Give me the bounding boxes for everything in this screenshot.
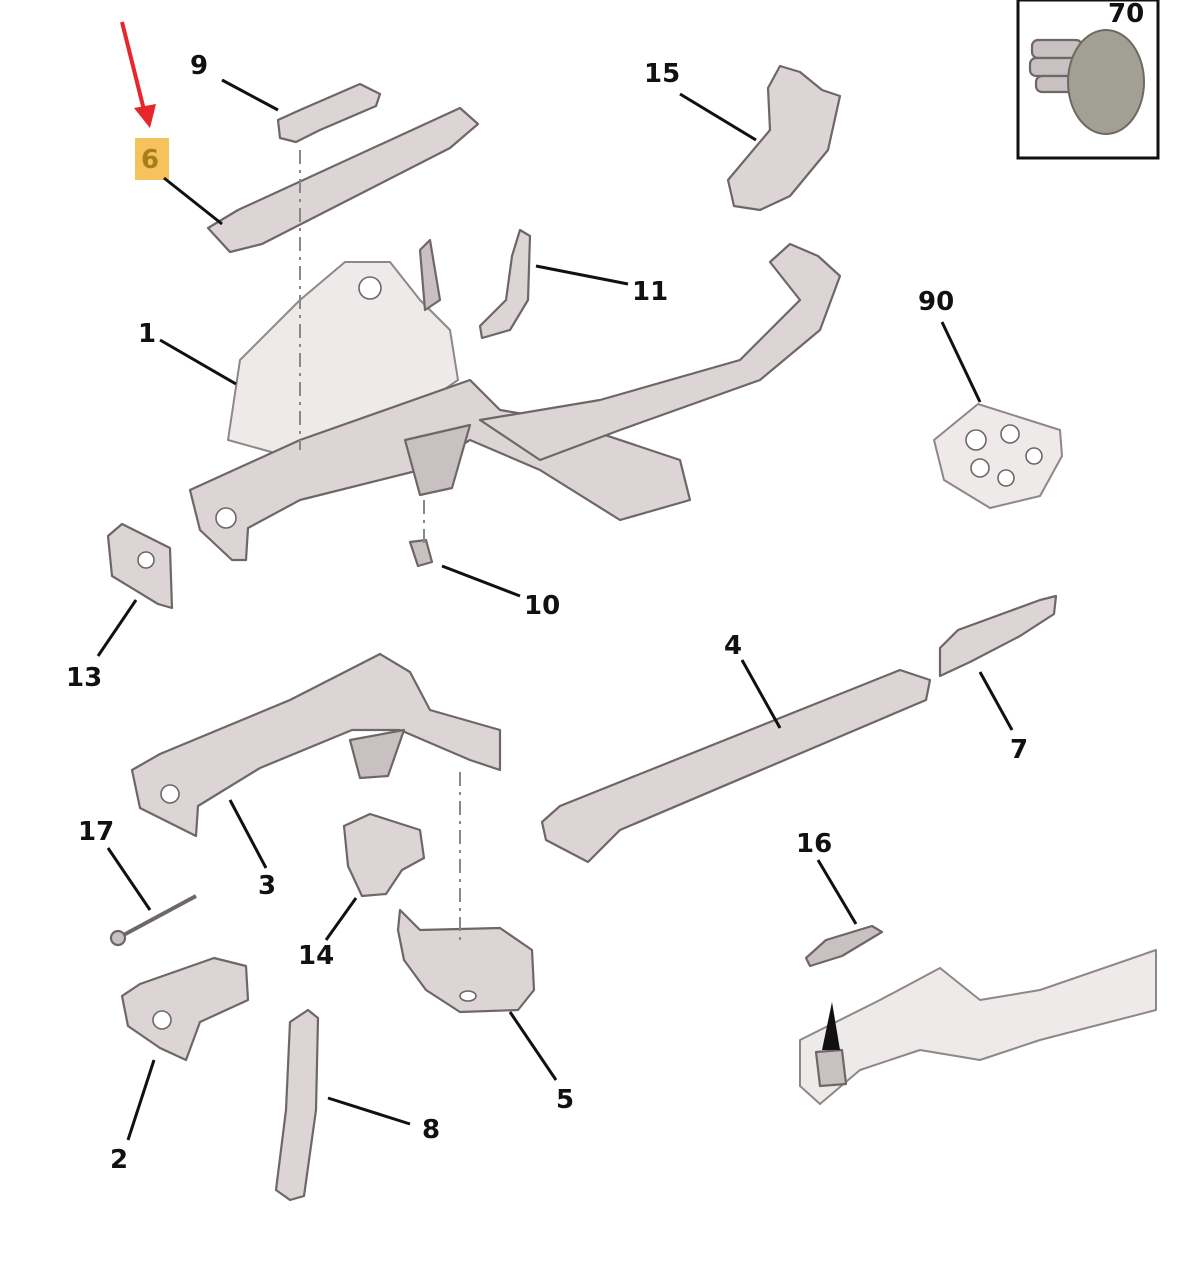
part-90 — [933, 403, 1063, 509]
part-3 — [130, 652, 502, 838]
callout-6: 6 — [141, 145, 159, 175]
callout-5: 5 — [556, 1085, 574, 1115]
callout-1: 1 — [138, 319, 156, 349]
part-15 — [726, 64, 842, 212]
callout-10: 10 — [524, 591, 560, 621]
part-16 — [799, 924, 1157, 1105]
push-clip-icon — [1028, 29, 1145, 135]
part-13 — [106, 522, 174, 610]
part-8 — [274, 1008, 320, 1202]
part-7 — [938, 594, 1058, 678]
part-5 — [396, 908, 536, 1014]
part-70-inset — [1016, 0, 1160, 160]
part-1 — [188, 238, 842, 562]
part-14 — [342, 812, 426, 898]
red-arrow-icon — [120, 21, 156, 128]
callout-2: 2 — [110, 1145, 128, 1175]
callout-90: 90 — [918, 287, 954, 317]
part-17 — [109, 894, 197, 947]
part-4 — [540, 668, 932, 864]
callout-9: 9 — [190, 51, 208, 81]
callout-14: 14 — [298, 941, 334, 971]
highlight-box — [135, 138, 169, 180]
callout-8: 8 — [422, 1115, 440, 1145]
callout-11: 11 — [632, 277, 668, 307]
callout-17: 17 — [78, 817, 114, 847]
callout-15: 15 — [644, 59, 680, 89]
callout-7: 7 — [1010, 735, 1028, 765]
callout-70: 70 — [1108, 0, 1144, 29]
callout-13: 13 — [66, 663, 102, 693]
part-9 — [276, 82, 382, 144]
callout-4: 4 — [724, 631, 742, 661]
callout-16: 16 — [796, 829, 832, 859]
part-10 — [408, 538, 434, 568]
part-2 — [120, 956, 250, 1062]
leader-lines — [96, 78, 1014, 1141]
part-11 — [478, 228, 532, 340]
part-6 — [206, 106, 480, 254]
callout-3: 3 — [258, 871, 276, 901]
